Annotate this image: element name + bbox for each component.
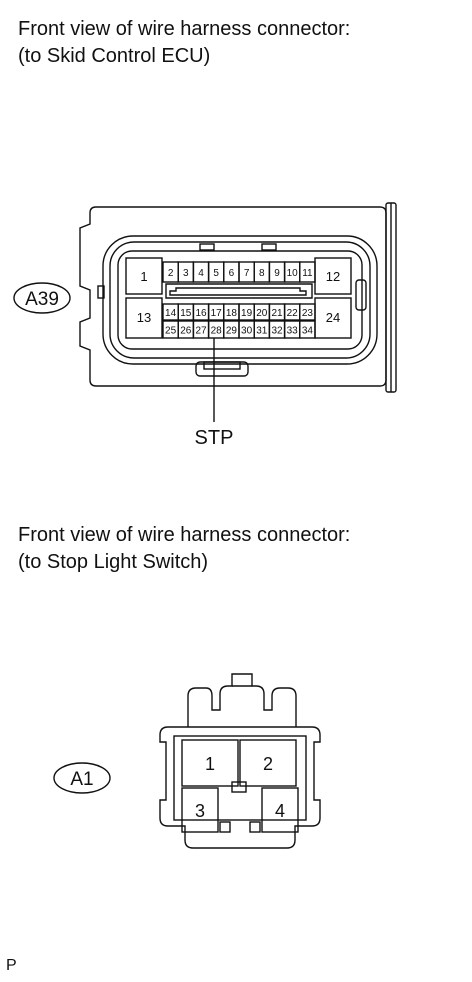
a1-pin-cavity bbox=[181, 739, 239, 787]
a39-pin-label: 21 bbox=[271, 308, 283, 319]
a39-pin-face bbox=[117, 250, 363, 350]
a39-pin-label: 17 bbox=[211, 308, 223, 319]
a39-pin-cavity-big bbox=[125, 257, 163, 295]
a39-pin-1: 1 bbox=[140, 269, 147, 284]
a39-right-latch bbox=[355, 279, 367, 311]
a39-pin-label: 20 bbox=[256, 308, 268, 319]
a39-pin-label: 14 bbox=[165, 308, 177, 319]
a39-top-key-left bbox=[199, 243, 215, 251]
a39-pin-label: 15 bbox=[180, 308, 192, 319]
a39-pin-cavity bbox=[299, 261, 316, 283]
a1-pin-2: 2 bbox=[263, 754, 273, 774]
a39-pin-label: 18 bbox=[226, 308, 238, 319]
a39-pin-label: 29 bbox=[226, 326, 238, 337]
a39-pin-13: 13 bbox=[137, 310, 151, 325]
a39-pin-label: 33 bbox=[287, 326, 299, 337]
a39-pin-label: 16 bbox=[195, 308, 207, 319]
a39-pin-cavity bbox=[299, 320, 316, 339]
a39-inner-shell-inner bbox=[109, 241, 371, 359]
a1-pin-cavity bbox=[261, 787, 299, 833]
a39-pin-24: 24 bbox=[326, 310, 340, 325]
a39-pin-label: 34 bbox=[302, 326, 314, 337]
a1-caption: Front view of wire harness connector: (t… bbox=[18, 522, 350, 576]
a39-pin-label: 9 bbox=[274, 268, 280, 279]
a39-outer-housing bbox=[79, 206, 387, 387]
a39-pin-label: 25 bbox=[165, 326, 177, 337]
a39-tag-label: A39 bbox=[25, 289, 59, 310]
a1-caption-line1: Front view of wire harness connector: bbox=[18, 524, 351, 546]
a1-outer-housing bbox=[159, 726, 321, 849]
a39-pin-label: 23 bbox=[302, 308, 314, 319]
footer-mark: P bbox=[6, 957, 17, 974]
a1-pin-cavity bbox=[181, 787, 219, 833]
a39-pin-label: 8 bbox=[259, 268, 265, 279]
a39-pin-label: 30 bbox=[241, 326, 253, 337]
a39-pin-label: 32 bbox=[271, 326, 283, 337]
a39-caption-line1: Front view of wire harness connector: bbox=[18, 18, 351, 40]
a1-connector bbox=[159, 673, 321, 849]
a39-pin-label: 2 bbox=[168, 268, 174, 279]
a39-pin-cavity-big bbox=[125, 297, 163, 339]
a1-pin-cavity bbox=[239, 739, 297, 787]
a39-pin-label: 11 bbox=[302, 268, 313, 279]
a39-left-latch bbox=[97, 285, 105, 299]
a1-inner-face bbox=[173, 735, 307, 821]
a39-pin-label: 6 bbox=[229, 268, 235, 279]
a39-pin-label: 27 bbox=[195, 326, 207, 337]
a39-pin-label: 10 bbox=[287, 268, 299, 279]
a39-caption-line2: (to Skid Control ECU) bbox=[18, 45, 211, 67]
a1-pin-3: 3 bbox=[195, 801, 205, 821]
a1-key bbox=[231, 781, 247, 793]
a1-pin-1: 1 bbox=[205, 754, 215, 774]
a39-pin-label: 22 bbox=[287, 308, 299, 319]
a39-pin-label: 7 bbox=[244, 268, 250, 279]
a39-spacer-band bbox=[165, 283, 313, 299]
a1-tag-label: A1 bbox=[70, 769, 93, 790]
a39-pin-cavity bbox=[299, 303, 316, 321]
a1-pin-4: 4 bbox=[275, 801, 285, 821]
a39-top-key-right bbox=[261, 243, 277, 251]
a39-connector bbox=[79, 202, 397, 393]
a39-pin-label: 3 bbox=[183, 268, 189, 279]
a39-inner-shell-outer bbox=[102, 235, 378, 365]
a39-pin-12: 12 bbox=[326, 269, 340, 284]
a39-pin-label: 26 bbox=[180, 326, 192, 337]
a39-caption: Front view of wire harness connector: (t… bbox=[18, 16, 350, 70]
a39-pin-label: 31 bbox=[256, 326, 268, 337]
a39-tag-ellipse bbox=[13, 282, 71, 314]
a1-tag-ellipse bbox=[53, 762, 111, 794]
a1-caption-line2: (to Stop Light Switch) bbox=[18, 551, 209, 573]
a39-pin-label: 28 bbox=[211, 326, 223, 337]
a39-pin-label: 4 bbox=[198, 268, 204, 279]
a1-top-latch bbox=[187, 673, 297, 727]
a39-pin-label: 19 bbox=[241, 308, 253, 319]
a39-pin-label: 5 bbox=[213, 268, 219, 279]
stp-callout-label: STP bbox=[195, 427, 234, 449]
